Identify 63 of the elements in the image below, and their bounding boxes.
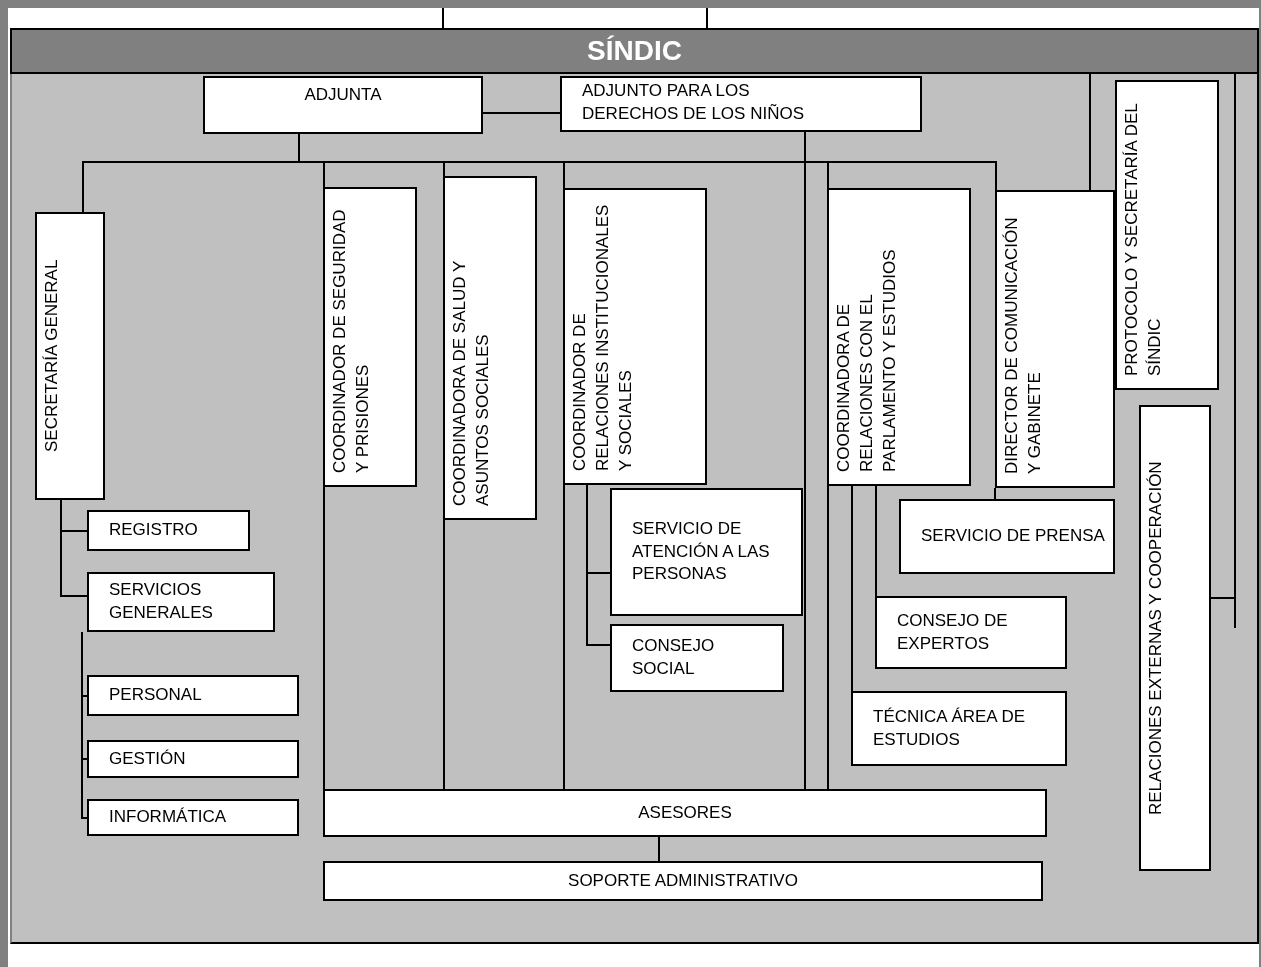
connector-line	[482, 112, 561, 114]
unit-label: INFORMÁTICA	[109, 806, 227, 829]
unit-label: ADJUNTO PARA LOS DERECHOS DE LOS NIÑOS	[582, 80, 805, 125]
unit-label: SERVICIOS GENERALES	[109, 579, 214, 624]
connector-line	[1210, 73, 1236, 629]
org-box	[610, 488, 803, 616]
org-box	[560, 76, 922, 132]
connector-line	[1089, 73, 1091, 191]
unit-label: GESTIÓN	[109, 747, 186, 770]
org-box	[827, 188, 971, 486]
org-box	[610, 624, 784, 692]
org-box	[1115, 80, 1219, 390]
org-box	[87, 799, 299, 836]
unit-label: PROTOCOLO Y SECRETARÍA DEL SÍNDIC	[1121, 102, 1165, 378]
org-box	[35, 212, 105, 500]
unit-label: ASESORES	[638, 801, 732, 824]
unit-label: CONSEJO SOCIAL	[632, 635, 716, 680]
header-band	[10, 28, 1259, 74]
header-title: SÍNDIC	[587, 35, 682, 67]
org-box	[443, 176, 537, 520]
org-box	[875, 596, 1067, 669]
org-box	[87, 740, 299, 778]
connector-line	[994, 487, 996, 500]
unit-label: DIRECTOR DE COMUNICACIÓN Y GABINETE	[1001, 216, 1045, 476]
unit-label: SECRETARÍA GENERAL	[41, 258, 62, 455]
connector-line	[706, 7, 708, 29]
connector-line	[875, 485, 877, 597]
org-box	[899, 499, 1115, 574]
org-box	[87, 675, 299, 716]
connector-line	[804, 131, 806, 790]
unit-label: COORDINADOR DE SEGURIDAD Y PRISIONES	[329, 208, 373, 475]
unit-label: SERVICIO DE PRENSA	[921, 525, 1105, 548]
unit-label: REGISTRO	[109, 519, 198, 542]
org-box	[323, 187, 417, 487]
org-box	[995, 190, 1115, 488]
org-box	[563, 188, 707, 485]
unit-label: COORDINADOR DE RELACIONES INSTITUCIONALES Y SOCIALES	[569, 203, 636, 473]
connector-line	[442, 7, 444, 29]
unit-label: SERVICIO DE ATENCIÓN A LAS PERSONAS	[632, 517, 771, 586]
org-box	[851, 691, 1067, 766]
org-box	[323, 861, 1043, 901]
unit-label: TÉCNICA ÁREA DE ESTUDIOS	[873, 705, 1027, 751]
unit-label: ADJUNTA	[304, 84, 382, 106]
connector-line	[658, 836, 660, 862]
unit-label: COORDINADORA DE RELACIONES CON EL PARLAMENTO Y ESTUDIOS	[833, 248, 900, 474]
org-box	[323, 789, 1047, 837]
connector-line	[851, 485, 853, 692]
org-box	[1139, 405, 1211, 871]
unit-label: PERSONAL	[109, 684, 202, 707]
unit-label: SOPORTE ADMINISTRATIVO	[568, 869, 798, 892]
unit-label: RELACIONES EXTERNAS Y COOPERACIÓN	[1145, 460, 1166, 817]
connector-line	[323, 486, 325, 790]
org-box	[87, 572, 275, 632]
connector-line	[81, 631, 88, 819]
connector-line	[827, 485, 829, 790]
connector-line	[60, 499, 88, 597]
connector-line	[443, 519, 445, 790]
unit-label: CONSEJO DE EXPERTOS	[897, 609, 1009, 655]
unit-label: COORDINADORA DE SALUD Y ASUNTOS SOCIALES	[449, 260, 493, 508]
connector-line	[586, 484, 611, 646]
org-box	[203, 76, 483, 134]
org-box	[87, 510, 250, 551]
connector-line	[563, 484, 565, 790]
